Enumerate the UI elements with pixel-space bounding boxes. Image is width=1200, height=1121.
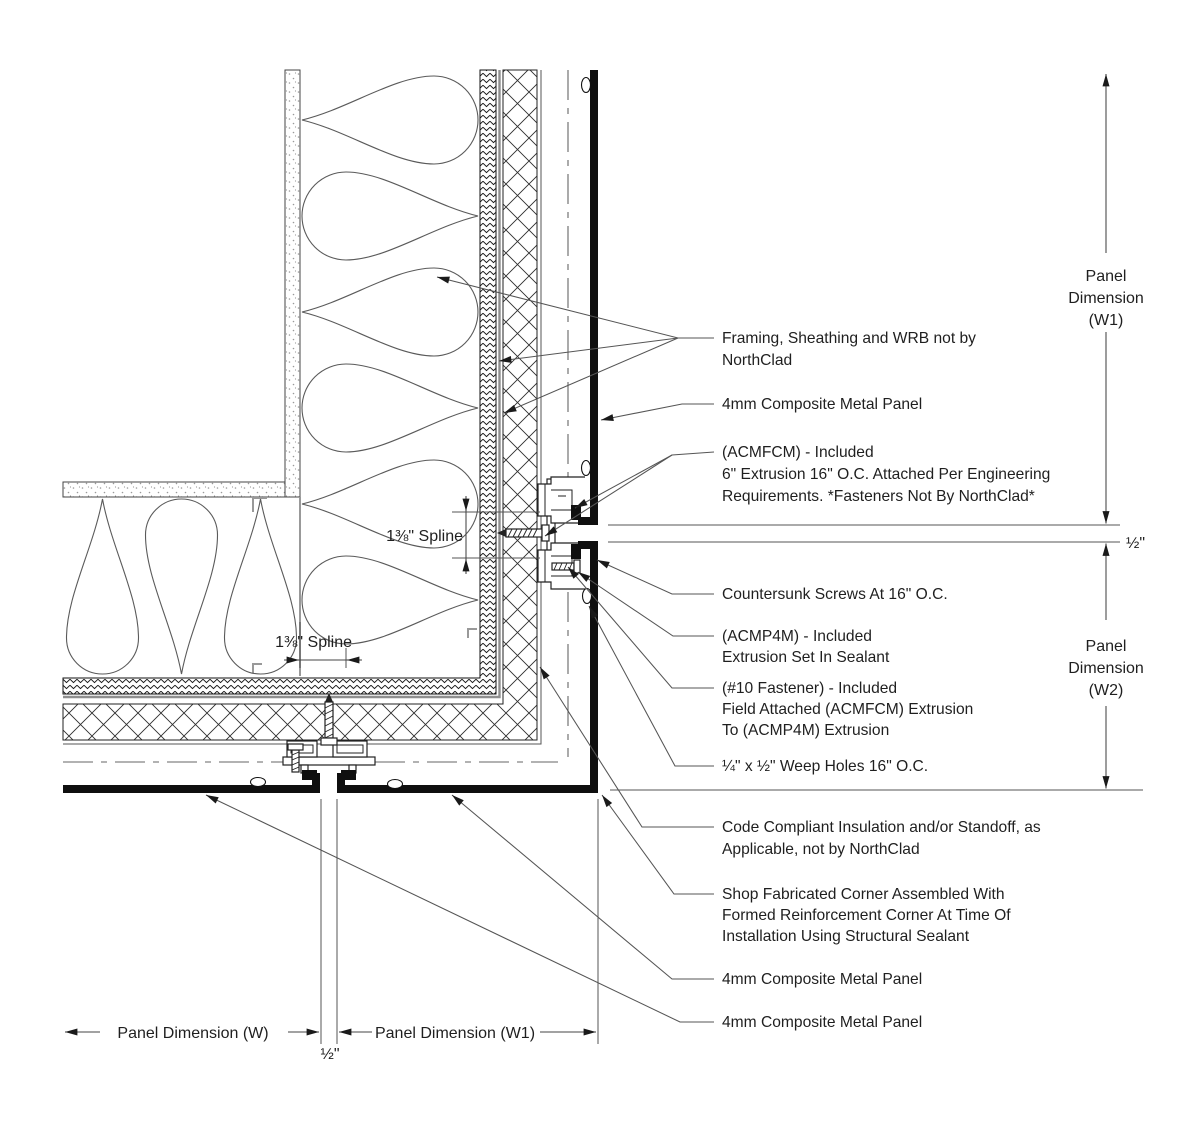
track-flange-2 (467, 628, 477, 638)
weep-hole-bottom-left (249, 776, 267, 788)
callout-panel-bottom-right: 4mm Composite Metal Panel (722, 971, 922, 988)
batt-insulation-vertical (301, 75, 479, 645)
dim-w1-label-line2: Dimension (1068, 290, 1144, 307)
leader-code-insulation (539, 666, 714, 828)
callout-shop-line3: Installation Using Structural Sealant (722, 928, 970, 945)
weep-hole-lower-joint (581, 587, 593, 605)
gypsum-board-horizontal (62, 481, 286, 498)
sealant-bead-lower (571, 544, 581, 559)
callout-shop-line2: Formed Reinforcement Corner At Time Of (722, 907, 1011, 924)
callout-panel-right: 4mm Composite Metal Panel (722, 396, 922, 413)
leader-acmfcm-2 (544, 454, 673, 537)
leader-panel-bottom-left (205, 794, 714, 1023)
leader-acmp4m (577, 571, 714, 637)
callout-shop-line1: Shop Fabricated Corner Assembled With (722, 886, 1005, 903)
leader-framing-2 (498, 337, 679, 363)
callout-code-line1: Code Compliant Insulation and/or Standof… (722, 819, 1041, 836)
spline-bottom-label: 1⅜" Spline (275, 634, 352, 651)
exterior-insulation-layer (62, 69, 538, 741)
panel-w1-face (590, 70, 598, 517)
dim-w2-label-line3: (W2) (1089, 682, 1124, 699)
composite-metal-panels (63, 70, 598, 793)
dim-half-right-label: ½" (1126, 535, 1145, 552)
dimensions: Panel Dimension (W1) ½" Panel Dimension … (64, 73, 1145, 1063)
weep-hole-top (580, 76, 592, 94)
callout-countersunk: Countersunk Screws At 16" O.C. (722, 586, 948, 603)
panel-bottom-w1-face (337, 785, 598, 793)
spline-right-label: 1⅜" Spline (386, 528, 463, 545)
weep-holes (249, 76, 593, 790)
leader-weep (588, 605, 714, 767)
dim-w1-label-line3: (W1) (1089, 312, 1124, 329)
sealant-bead-left (302, 770, 317, 780)
leader-number10 (567, 566, 714, 689)
spline-dim-right: 1⅜" Spline (386, 496, 540, 574)
number10-fastener-right (551, 559, 581, 574)
sealant-bead-right (341, 770, 356, 780)
leader-framing-1 (436, 276, 714, 339)
sealant-bead-upper (571, 505, 581, 520)
dim-bottom-w1-label: Panel Dimension (W1) (375, 1025, 535, 1042)
number10-fastener-bottom (287, 743, 304, 773)
dim-w2-label-line2: Dimension (1068, 660, 1144, 677)
anchor-screw-bottom (320, 693, 338, 746)
wall-assembly (62, 69, 598, 793)
dim-w-label: Panel Dimension (W) (117, 1025, 268, 1042)
spline-dim-bottom: 1⅜" Spline (275, 622, 362, 668)
weep-hole-bottom-right (386, 778, 404, 790)
callout-acmfcm-line1: (ACMFCM) - Included (722, 444, 874, 461)
leader-panel-right (600, 403, 714, 422)
callout-framing-line1: Framing, Sheathing and WRB not by (722, 330, 976, 347)
callout-acmp4m-line2: Extrusion Set In Sealant (722, 649, 890, 666)
wrb-layer (63, 70, 501, 699)
panel-w-face (63, 785, 320, 793)
panel-bottom-w1-return (337, 773, 345, 793)
callout-weep: ¼" x ½" Weep Holes 16" O.C. (722, 758, 928, 775)
bottom-joint-extrusion (282, 693, 376, 780)
dim-w2-label-line1: Panel (1086, 638, 1127, 655)
insulation-face-line (63, 70, 542, 745)
track-flange-1 (252, 497, 267, 512)
leader-countersunk (596, 559, 714, 595)
callout-acmfcm-line2: 6" Extrusion 16" O.C. Attached Per Engin… (722, 466, 1050, 483)
callout-acmfcm-line3: Requirements. *Fasteners Not By NorthCla… (722, 488, 1035, 505)
panel-w2-face (590, 549, 598, 793)
dim-half-bottom-label: ½" (320, 1046, 339, 1063)
callout-code-line2: Applicable, not by NorthClad (722, 841, 920, 858)
callout-number10-line3: To (ACMP4M) Extrusion (722, 722, 889, 739)
leader-framing-3 (503, 337, 679, 414)
panel-w2-return (578, 541, 598, 549)
gypsum-board-vertical (284, 69, 301, 498)
weep-hole-upper-joint (580, 459, 592, 477)
callout-panel-bottom-left: 4mm Composite Metal Panel (722, 1014, 922, 1031)
leader-panel-bottom-right (451, 794, 714, 980)
callout-framing-line2: NorthClad (722, 352, 792, 369)
callout-acmp4m-line1: (ACMP4M) - Included (722, 628, 872, 645)
callout-number10-line1: (#10 Fastener) - Included (722, 680, 897, 697)
leader-shop-corner (601, 794, 714, 895)
track-flange-3 (252, 663, 262, 673)
callout-texts: Framing, Sheathing and WRB not by NorthC… (722, 330, 1050, 1031)
panel-w-return (312, 773, 320, 793)
batt-insulation-horizontal (65, 498, 298, 675)
sheathing-layer (62, 69, 497, 695)
dim-w1-label-line1: Panel (1086, 268, 1127, 285)
leader-lines (205, 276, 715, 1023)
callout-number10-line2: Field Attached (ACMFCM) Extrusion (722, 701, 973, 718)
panel-w1-return (578, 517, 598, 525)
